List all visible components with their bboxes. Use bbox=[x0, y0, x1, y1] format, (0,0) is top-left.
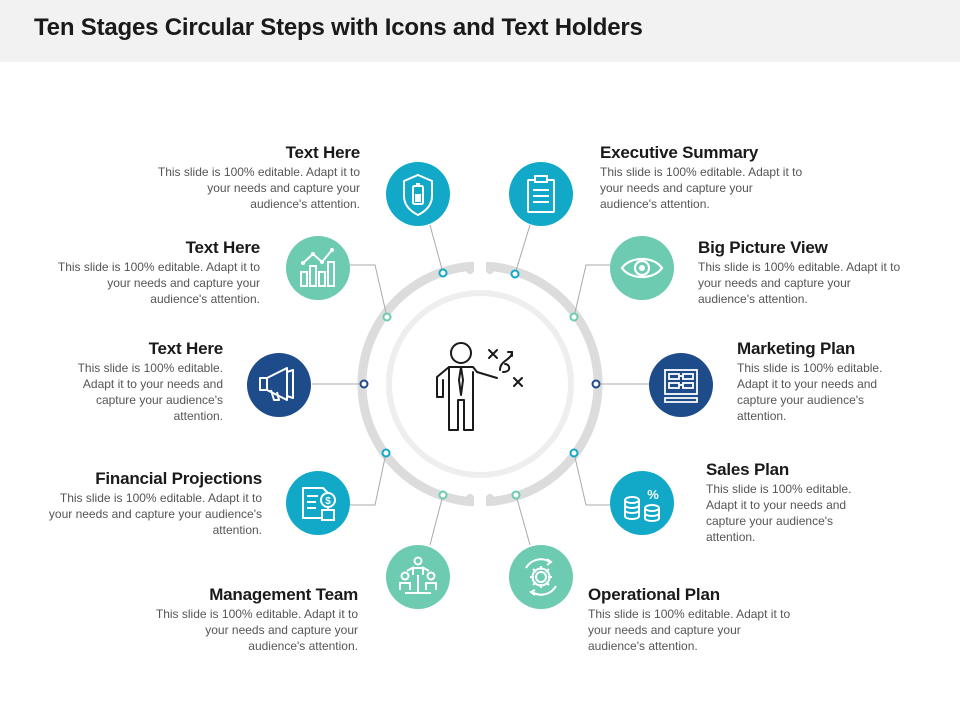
inner-ring bbox=[386, 290, 574, 478]
stage-icon-team bbox=[386, 545, 450, 609]
stage-7-text: Big Picture View This slide is 100% edit… bbox=[698, 238, 908, 307]
stage-body: This slide is 100% editable. Adapt it to… bbox=[77, 361, 223, 423]
stage-9-text: Sales Plan This slide is 100% editable. … bbox=[706, 460, 856, 545]
stage-body: This slide is 100% editable. Adapt it to… bbox=[588, 607, 791, 653]
stage-icon-dollar-document: $ bbox=[286, 471, 350, 535]
stage-body: This slide is 100% editable. Adapt it to… bbox=[600, 165, 803, 211]
ring-gap-top bbox=[474, 260, 486, 274]
strategy-presenter-icon bbox=[436, 342, 523, 431]
stage-heading: Management Team bbox=[209, 585, 358, 604]
stage-1-text: Text Here This slide is 100% editable. A… bbox=[150, 143, 360, 212]
stage-body: This slide is 100% editable. Adapt it to… bbox=[737, 361, 883, 423]
stage-body: This slide is 100% editable. Adapt it to… bbox=[698, 260, 901, 306]
stage-heading: Text Here bbox=[285, 143, 361, 162]
stage-body: This slide is 100% editable. Adapt it to… bbox=[57, 260, 260, 306]
stage-icon-clipboard bbox=[509, 162, 573, 226]
stage-heading: Big Picture View bbox=[698, 238, 828, 257]
title-bar: Ten Stages Circular Steps with Icons and… bbox=[0, 0, 960, 62]
stage-10-text: Operational Plan This slide is 100% edit… bbox=[588, 585, 798, 654]
stage-body: This slide is 100% editable. Adapt it to… bbox=[48, 491, 262, 537]
stage-icon-megaphone bbox=[247, 353, 311, 417]
stage-icon-eye bbox=[610, 236, 674, 300]
stage-heading: Executive Summary bbox=[600, 143, 759, 162]
stage-8-text: Marketing Plan This slide is 100% editab… bbox=[737, 339, 905, 424]
stage-heading: Operational Plan bbox=[588, 585, 720, 604]
stage-5-text: Management Team This slide is 100% edita… bbox=[148, 585, 358, 654]
stage-body: This slide is 100% editable. Adapt it to… bbox=[155, 607, 358, 653]
svg-text:$: $ bbox=[325, 496, 331, 507]
stage-icon-shield bbox=[386, 162, 450, 226]
svg-text:%: % bbox=[647, 487, 659, 502]
connector-lines bbox=[312, 224, 650, 546]
anchor-dots bbox=[359, 268, 601, 500]
stage-icon-blueprint bbox=[649, 353, 713, 417]
stage-body: This slide is 100% editable. Adapt it to… bbox=[706, 482, 852, 544]
stage-4-text: Financial Projections This slide is 100%… bbox=[42, 469, 262, 538]
stage-6-text: Executive Summary This slide is 100% edi… bbox=[600, 143, 810, 212]
stage-3-text: Text Here This slide is 100% editable. A… bbox=[75, 339, 224, 424]
stage-heading: Text Here bbox=[148, 339, 224, 358]
stage-icon-bar-chart bbox=[286, 236, 350, 300]
stage-2-text: Text Here This slide is 100% editable. A… bbox=[50, 238, 260, 307]
stage-heading: Text Here bbox=[185, 238, 261, 257]
stage-icon-gear-cycle bbox=[509, 545, 573, 609]
ring-gap-bottom bbox=[474, 494, 486, 508]
stage-heading: Sales Plan bbox=[706, 460, 790, 479]
outer-ring bbox=[357, 261, 603, 507]
stage-icon-coins: % bbox=[610, 471, 674, 535]
stage-heading: Marketing Plan bbox=[737, 339, 856, 358]
stage-heading: Financial Projections bbox=[95, 469, 262, 488]
page-title: Ten Stages Circular Steps with Icons and… bbox=[34, 14, 643, 41]
stage-body: This slide is 100% editable. Adapt it to… bbox=[157, 165, 360, 211]
